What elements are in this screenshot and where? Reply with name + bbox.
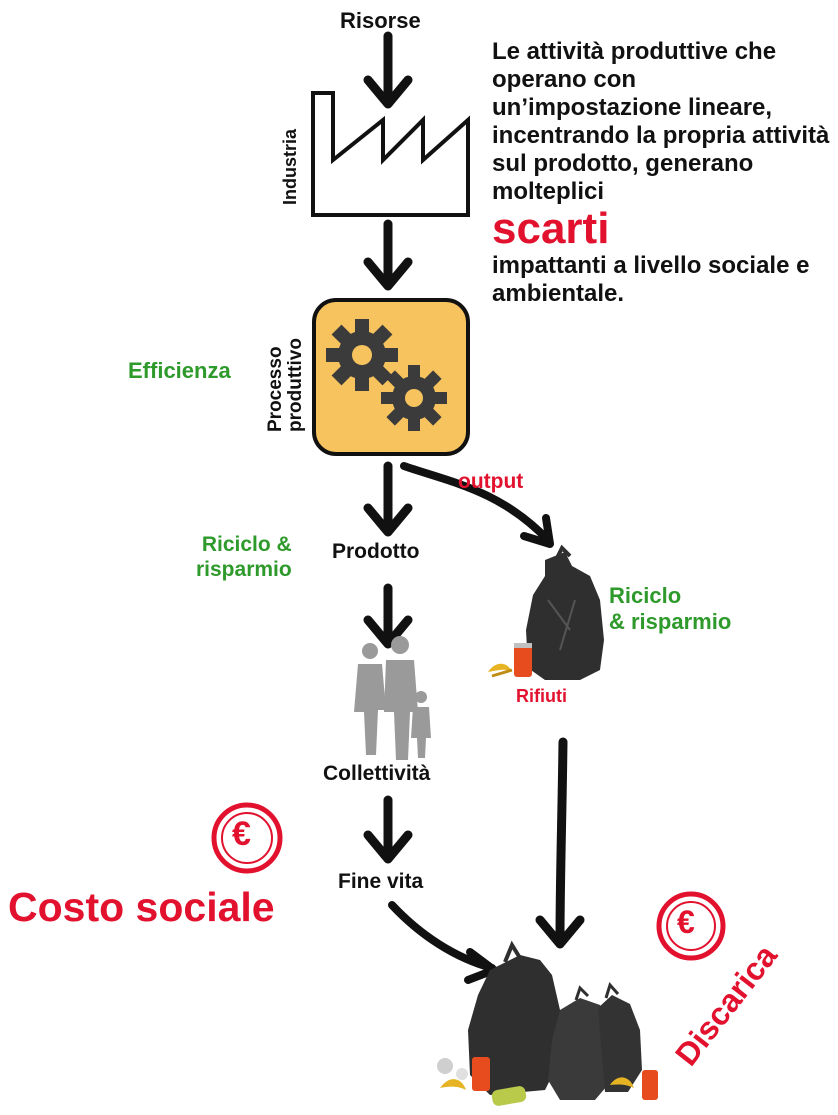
- recycle-label-left: Riciclo & risparmio: [196, 533, 292, 581]
- resources-label: Risorse: [340, 8, 421, 33]
- arrow-process-to-waste: [400, 462, 554, 548]
- end-of-life-label: Fine vita: [338, 870, 424, 893]
- description-highlight: scarti: [492, 204, 610, 253]
- description-intro: Le attività produttive che operano con u…: [492, 38, 830, 205]
- recycle-label-right: Riciclo & risparmio: [609, 583, 732, 634]
- arrow-industry-to-process: [363, 219, 413, 291]
- description-outro: impattanti a livello sociale e ambiental…: [492, 252, 810, 307]
- efficiency-label: Efficienza: [128, 358, 231, 383]
- community-label: Collettività: [323, 762, 431, 785]
- arrow-community-to-endoflife: [363, 795, 413, 864]
- banana-peel-icon: [488, 663, 513, 678]
- product-label: Prodotto: [332, 540, 420, 563]
- trash-bag-icon: [526, 544, 604, 680]
- arrow-product-to-community: [363, 583, 413, 649]
- landfill-icon: [437, 940, 658, 1106]
- euro-symbol-social: €: [232, 815, 251, 853]
- gear-icon-small: [381, 365, 447, 431]
- output-label: output: [458, 470, 524, 493]
- arrow-resources-to-industry: [363, 31, 413, 109]
- gear-icon-large: [326, 319, 398, 391]
- can-icon: [514, 643, 532, 677]
- arrow-waste-to-landfill: [535, 737, 585, 949]
- euro-coin-icon-landfill: [656, 891, 726, 961]
- process-label: Processo produttivo: [265, 338, 306, 432]
- factory-icon: [311, 91, 470, 217]
- social-cost-label: Costo sociale: [8, 884, 275, 930]
- arrow-process-to-product: [363, 461, 413, 537]
- waste-label: Rifiuti: [516, 686, 567, 706]
- euro-symbol-landfill: €: [677, 904, 695, 940]
- people-icon: [354, 636, 431, 760]
- arrow-endoflife-to-landfill: [388, 901, 498, 984]
- industry-label: Industria: [280, 128, 300, 205]
- euro-coin-icon-social: [211, 802, 283, 874]
